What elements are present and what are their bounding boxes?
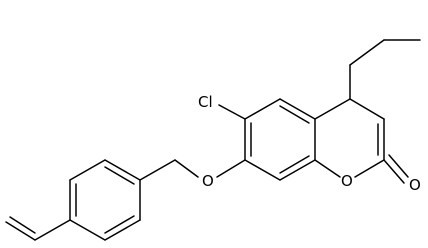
bond [388, 154, 409, 178]
propyl-chain [349, 39, 421, 100]
bond [69, 159, 106, 181]
bond [104, 219, 141, 241]
benzo-ring [244, 98, 316, 181]
pyranone-ring [314, 98, 409, 184]
bond [279, 98, 316, 120]
bond [279, 159, 316, 181]
bond [139, 159, 176, 181]
vinyl-group [5, 216, 71, 241]
bond [279, 155, 310, 174]
bond [354, 159, 385, 178]
bond [244, 159, 281, 181]
bond [104, 159, 141, 181]
vinylphenyl-ring [69, 159, 141, 241]
ether-oxygen-label: O [202, 172, 214, 190]
chlorine-label: Cl [198, 93, 213, 111]
bond [383, 159, 405, 184]
bond [5, 221, 36, 241]
bond [69, 219, 106, 241]
bond [218, 104, 246, 120]
bond [314, 159, 341, 178]
bond [174, 159, 199, 178]
bond [216, 159, 246, 178]
bond [34, 219, 71, 241]
bond [349, 98, 385, 120]
ring-oxygen-label: O [341, 172, 353, 190]
bond [314, 98, 351, 120]
bond [349, 39, 385, 66]
bond [104, 215, 135, 234]
bond [279, 105, 310, 124]
carbonyl-oxygen-label: O [409, 176, 421, 194]
bond [244, 98, 281, 120]
ether-linkage [139, 159, 246, 181]
bond [9, 216, 36, 234]
bond [104, 166, 135, 185]
